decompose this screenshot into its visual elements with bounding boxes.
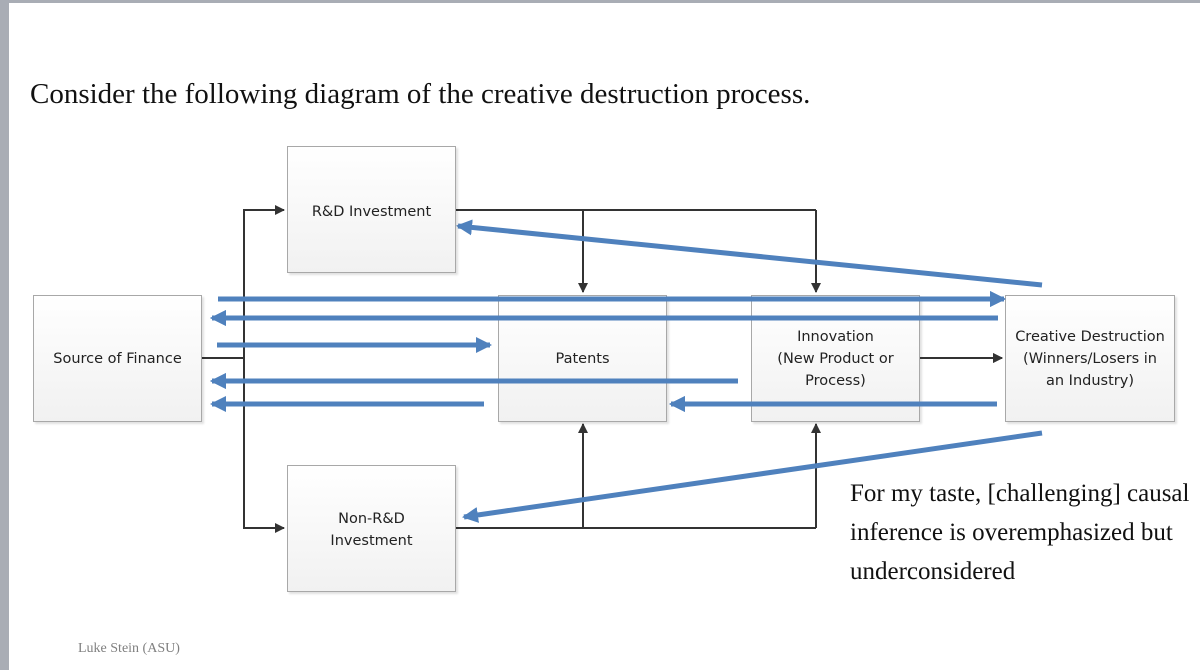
window-top-border xyxy=(0,0,1200,3)
blue-arrow-cd-to-nonrd xyxy=(462,430,1043,523)
annotation-note: For my taste, [challenging] causal infer… xyxy=(850,480,1190,585)
node-source-of-finance: Source of Finance xyxy=(33,295,202,422)
window-left-border xyxy=(0,0,9,670)
node-non-rd-investment: Non-R&D Investment xyxy=(287,465,456,592)
blue-arrow-cd-to-rd xyxy=(456,219,1043,288)
slide-footer: Luke Stein (ASU) xyxy=(78,641,180,656)
slide-title: Consider the following diagram of the cr… xyxy=(30,78,811,110)
node-label: Creative Destruction (Winners/Losers in … xyxy=(1015,328,1165,389)
node-label: Innovation (New Product or Process) xyxy=(777,328,894,389)
node-rd-investment: R&D Investment xyxy=(287,146,456,273)
node-label: Source of Finance xyxy=(53,350,182,367)
node-label: Non-R&D Investment xyxy=(330,511,413,549)
node-label: Patents xyxy=(555,350,610,367)
node-creative-destruction: Creative Destruction (Winners/Losers in … xyxy=(1005,295,1175,422)
edge-finance-to-nonrd xyxy=(243,358,285,533)
node-label: R&D Investment xyxy=(311,204,432,220)
edge-finance-to-rd xyxy=(243,205,285,358)
